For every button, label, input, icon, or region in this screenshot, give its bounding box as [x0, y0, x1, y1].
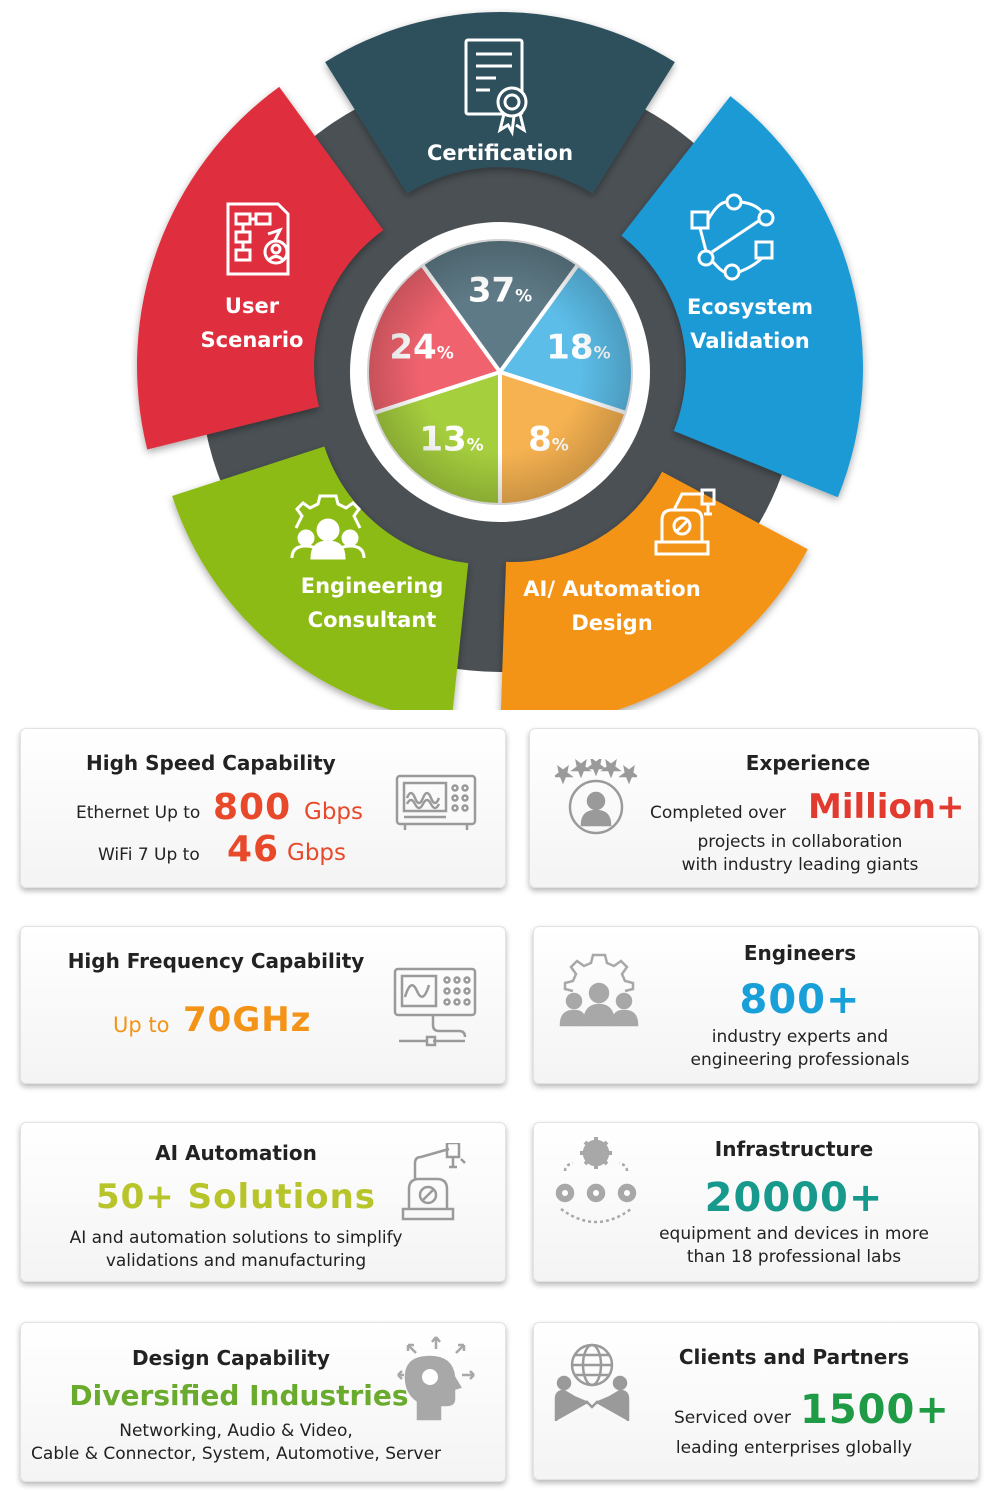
ai-line2: validations and manufacturing: [105, 1251, 367, 1271]
certificate-icon: [464, 38, 528, 137]
segment-ecosystem-label: Validation: [690, 329, 810, 353]
segment-ecosystem-label: Ecosystem: [687, 295, 813, 319]
card-design: Design Capability Diversified Industries…: [20, 1322, 506, 1482]
card-title: Experience: [745, 751, 871, 775]
pie-slice-unit: %: [552, 436, 569, 456]
idea-head-icon: [397, 1336, 475, 1421]
frequency-value: 70GHz: [183, 1000, 312, 1040]
network-nodes-icon: [690, 193, 775, 281]
ai-value: 50+ Solutions: [95, 1177, 377, 1217]
pie-slice-unit: %: [515, 287, 532, 307]
ai-line1: AI and automation solutions to simplify: [69, 1228, 403, 1248]
segment-certification-label: Certification: [427, 141, 573, 165]
design-line1: Networking, Audio & Video,: [119, 1421, 353, 1441]
segment-scenario-label: Scenario: [201, 328, 304, 352]
infra-value: 20000+: [704, 1175, 884, 1221]
gears-network-icon: [555, 1137, 637, 1224]
card-title: Engineers: [743, 941, 857, 965]
card-high-frequency: High Frequency Capability Up to 70GHz: [20, 926, 506, 1084]
design-value: Diversified Industries: [69, 1379, 409, 1412]
card-experience: Experience Completed over Million+ proje…: [529, 728, 979, 888]
card-ai-automation: AI Automation 50+ Solutions AI and autom…: [20, 1122, 506, 1282]
engineers-value: 800+: [739, 977, 861, 1023]
clients-prefix: Serviced over: [674, 1408, 791, 1428]
segment-automation-label: Design: [571, 611, 652, 635]
clients-line1: leading enterprises globally: [675, 1438, 913, 1458]
segment-ecosystem-shape: [621, 96, 863, 498]
card-high-speed: High Speed Capability Ethernet Up to 800…: [20, 728, 506, 888]
design-line2: Cable & Connector, System, Automotive, S…: [31, 1444, 441, 1464]
infra-line2: than 18 professional labs: [686, 1247, 902, 1267]
card-title: Infrastructure: [714, 1137, 874, 1161]
segment-engineering-shape: [172, 446, 469, 710]
ethernet-prefix: Ethernet Up to: [76, 803, 201, 823]
ethernet-unit: Gbps: [304, 799, 364, 825]
card-title: High Speed Capability: [86, 751, 336, 775]
signal-analyzer-icon: [393, 967, 477, 1047]
card-clients: Clients and Partners Serviced over 1500+…: [533, 1322, 979, 1480]
segment-automation-label: AI/ Automation: [523, 577, 700, 601]
wifi-prefix: WiFi 7 Up to: [98, 845, 200, 865]
segment-engineering-label: Engineering: [301, 574, 444, 598]
card-title: High Frequency Capability: [67, 949, 365, 973]
experience-line2: with industry leading giants: [681, 855, 919, 875]
card-infrastructure: Infrastructure 20000+ equipment and devi…: [533, 1122, 979, 1282]
card-title: Design Capability: [132, 1346, 330, 1370]
card-engineers: Engineers 800+ industry experts and engi…: [533, 926, 979, 1084]
wifi-unit: Gbps: [287, 840, 347, 866]
segment-scenario-label: User: [225, 294, 280, 318]
team-gear-icon: [559, 953, 639, 1027]
robot-arm-icon: [654, 488, 716, 556]
rated-user-icon: [555, 759, 637, 835]
engineers-line2: engineering professionals: [690, 1050, 910, 1070]
robot-arm-icon: [401, 1143, 466, 1221]
team-gear-icon: [290, 494, 366, 560]
experience-line1: projects in collaboration: [697, 832, 903, 852]
segment-scenario-shape: [137, 86, 384, 450]
card-title: Clients and Partners: [678, 1345, 910, 1369]
segment-engineering-label: Consultant: [308, 608, 437, 632]
oscilloscope-icon: [395, 774, 477, 830]
engineers-line1: industry experts and: [711, 1027, 889, 1047]
globe-handshake-icon: [554, 1343, 630, 1421]
pie-slice-unit: %: [437, 344, 454, 364]
infra-line1: equipment and devices in more: [659, 1224, 929, 1244]
experience-value: Million+: [808, 787, 965, 827]
pie-slice-unit: %: [594, 344, 611, 364]
experience-prefix: Completed over: [650, 803, 787, 823]
frequency-prefix: Up to: [113, 1013, 170, 1037]
wifi-value: 46: [227, 829, 280, 870]
scenario-flowchart-icon: [226, 202, 290, 276]
ethernet-value: 800: [213, 787, 292, 828]
clients-value: 1500+: [800, 1387, 950, 1433]
segment-automation-shape: [500, 471, 808, 710]
pie-slice-unit: %: [467, 436, 484, 456]
card-title: AI Automation: [155, 1141, 317, 1165]
